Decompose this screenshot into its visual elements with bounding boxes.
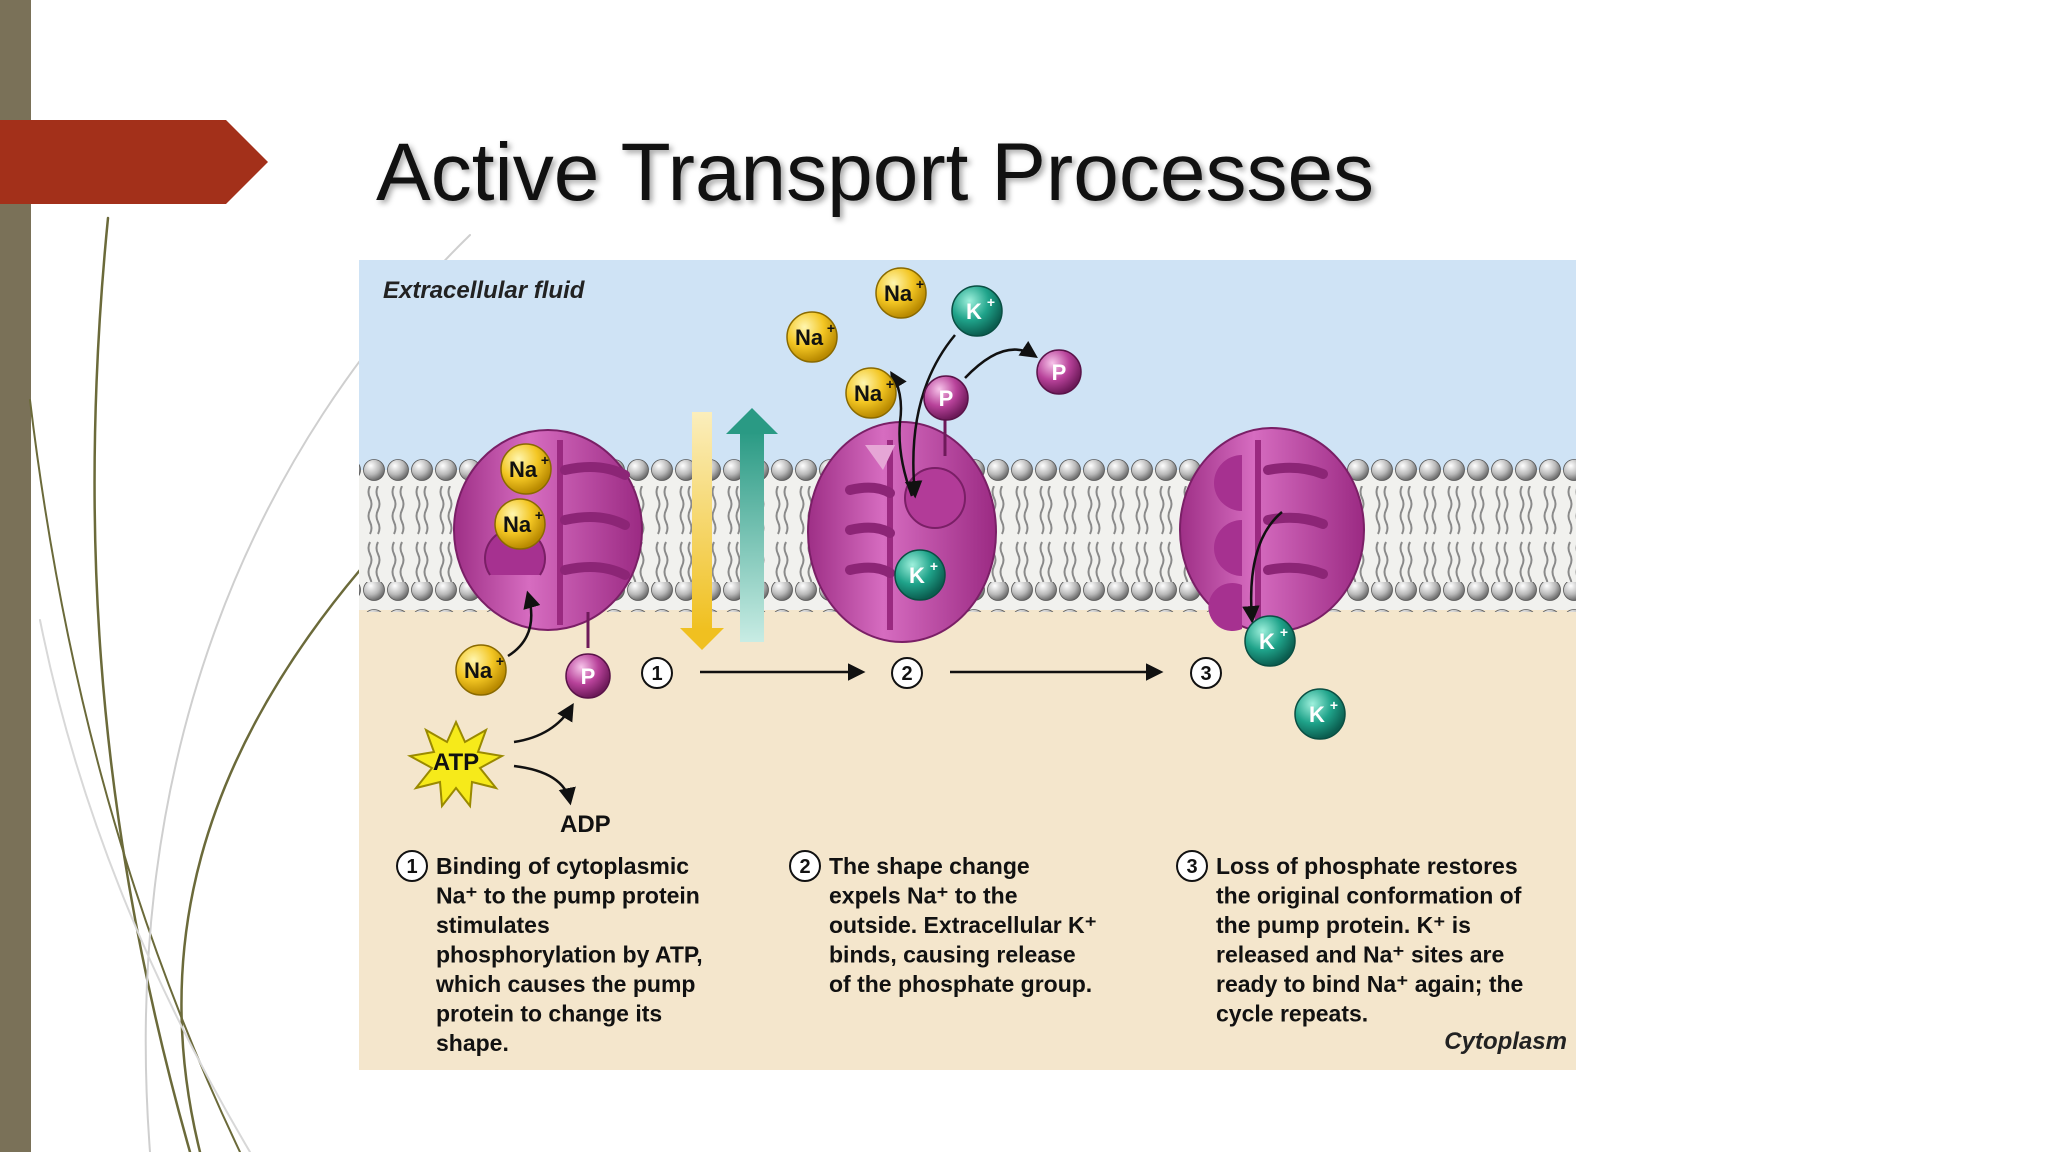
ion-label: P xyxy=(939,386,954,411)
title-accent-arrow xyxy=(0,120,268,204)
ion-label: K xyxy=(1259,629,1275,654)
sodium-potassium-pump-diagram: Extracellular fluid Cytoplasm xyxy=(359,260,1576,1070)
sodium-ion: Na+ xyxy=(875,267,927,319)
step-marker-3: 3 xyxy=(1190,657,1222,689)
sodium-ion: Na+ xyxy=(455,644,507,696)
caption-line: ready to bind Na⁺ again; the xyxy=(1216,971,1523,997)
ion-label: Na xyxy=(884,281,913,306)
caption-line: protein to change its xyxy=(436,1001,662,1027)
step-caption-3: 3 Loss of phosphate restores the original … xyxy=(1176,850,1523,1027)
caption-line: phosphorylation by ATP, xyxy=(436,942,703,968)
step-marker-number: 1 xyxy=(651,663,662,685)
caption-step-number: 2 xyxy=(799,856,810,878)
step-marker-2: 2 xyxy=(891,657,923,689)
ion-label: Na xyxy=(464,658,493,683)
ion-charge: + xyxy=(827,320,835,336)
ion-label: Na xyxy=(503,512,532,537)
ion-charge: + xyxy=(886,376,894,392)
adp-label: ADP xyxy=(560,811,611,838)
na-binding-arrow xyxy=(507,590,541,658)
atp-label: ATP xyxy=(433,749,479,776)
ion-label: Na xyxy=(509,457,538,482)
step-circle-layer: 1 2 3 xyxy=(641,657,1222,689)
phosphate-release-arrow xyxy=(964,340,1038,379)
ion-charge: + xyxy=(930,558,938,574)
caption-line: the pump protein. K⁺ is xyxy=(1216,912,1471,938)
ion-charge: + xyxy=(1330,697,1338,713)
potassium-ion: K+ xyxy=(1294,688,1346,740)
ion-label: P xyxy=(581,664,596,689)
atp-to-adp-arrow xyxy=(513,764,576,806)
sodium-ion: Na+ xyxy=(845,367,897,419)
ion-charge: + xyxy=(496,653,504,669)
ion-label: K xyxy=(1309,702,1325,727)
caption-line: of the phosphate group. xyxy=(829,971,1092,997)
pump-protein-3 xyxy=(1179,427,1365,633)
caption-line: outside. Extracellular K⁺ xyxy=(829,912,1097,938)
ion-charge: + xyxy=(535,507,543,523)
step-caption-2: 2 The shape change expels Na⁺ to the outsid… xyxy=(789,850,1097,997)
caption-line: Binding of cytoplasmic xyxy=(436,853,689,879)
atp-burst xyxy=(406,719,506,809)
potassium-gradient-arrow xyxy=(740,432,764,642)
slide-title: Active Transport Processes xyxy=(376,127,1374,218)
caption-line: shape. xyxy=(436,1030,509,1056)
potassium-gradient-arrowhead xyxy=(726,408,778,434)
phosphate-group: P xyxy=(923,375,969,421)
sodium-gradient-arrowhead xyxy=(680,628,724,650)
ion-label: K xyxy=(966,299,982,324)
ion-label: P xyxy=(1052,360,1067,385)
step-marker-1: 1 xyxy=(641,657,673,689)
ion-label: Na xyxy=(854,381,883,406)
ion-charge: + xyxy=(1280,624,1288,640)
potassium-ion: K+ xyxy=(951,285,1003,337)
caption-step-number: 1 xyxy=(406,856,417,878)
region-label-cytoplasm: Cytoplasm xyxy=(1444,1028,1567,1055)
caption-line: binds, causing release xyxy=(829,942,1076,968)
phosphate-group: P xyxy=(565,653,611,699)
ion-label: Na xyxy=(795,325,824,350)
potassium-ion: K+ xyxy=(894,549,946,601)
caption-line: Loss of phosphate restores xyxy=(1216,853,1518,879)
pump-protein-2 xyxy=(807,421,997,643)
step-marker-number: 3 xyxy=(1200,663,1211,685)
atp-to-phosphate-arrow xyxy=(513,702,574,744)
caption-line: The shape change xyxy=(829,853,1030,879)
k-entry-arrow xyxy=(904,334,956,499)
caption-line: released and Na⁺ sites are xyxy=(1216,942,1504,968)
caption-line: the original conformation of xyxy=(1216,883,1522,909)
sodium-ion: Na+ xyxy=(786,311,838,363)
ion-label: K xyxy=(909,563,925,588)
na-expel-arrow xyxy=(890,370,914,497)
k-release-arrow xyxy=(1242,511,1283,624)
sodium-ion: Na+ xyxy=(500,443,552,495)
sodium-gradient-arrow xyxy=(692,412,712,630)
ion-layer: Na+Na+Na+Na+Na+Na+K+K+K+K+PPP xyxy=(455,267,1346,740)
caption-line: cycle repeats. xyxy=(1216,1001,1368,1027)
phosphate-group: P xyxy=(1036,349,1082,395)
sodium-ion: Na+ xyxy=(494,498,546,550)
ion-charge: + xyxy=(541,452,549,468)
potassium-ion: K+ xyxy=(1244,615,1296,667)
caption-line: which causes the pump xyxy=(435,971,695,997)
region-label-extracellular: Extracellular fluid xyxy=(383,277,586,304)
caption-step-number: 3 xyxy=(1186,856,1197,878)
ion-charge: + xyxy=(987,294,995,310)
caption-line: expels Na⁺ to the xyxy=(829,883,1018,909)
ion-charge: + xyxy=(916,276,924,292)
caption-line: stimulates xyxy=(436,912,550,938)
caption-line: Na⁺ to the pump protein xyxy=(436,883,700,909)
step-marker-number: 2 xyxy=(901,663,912,685)
